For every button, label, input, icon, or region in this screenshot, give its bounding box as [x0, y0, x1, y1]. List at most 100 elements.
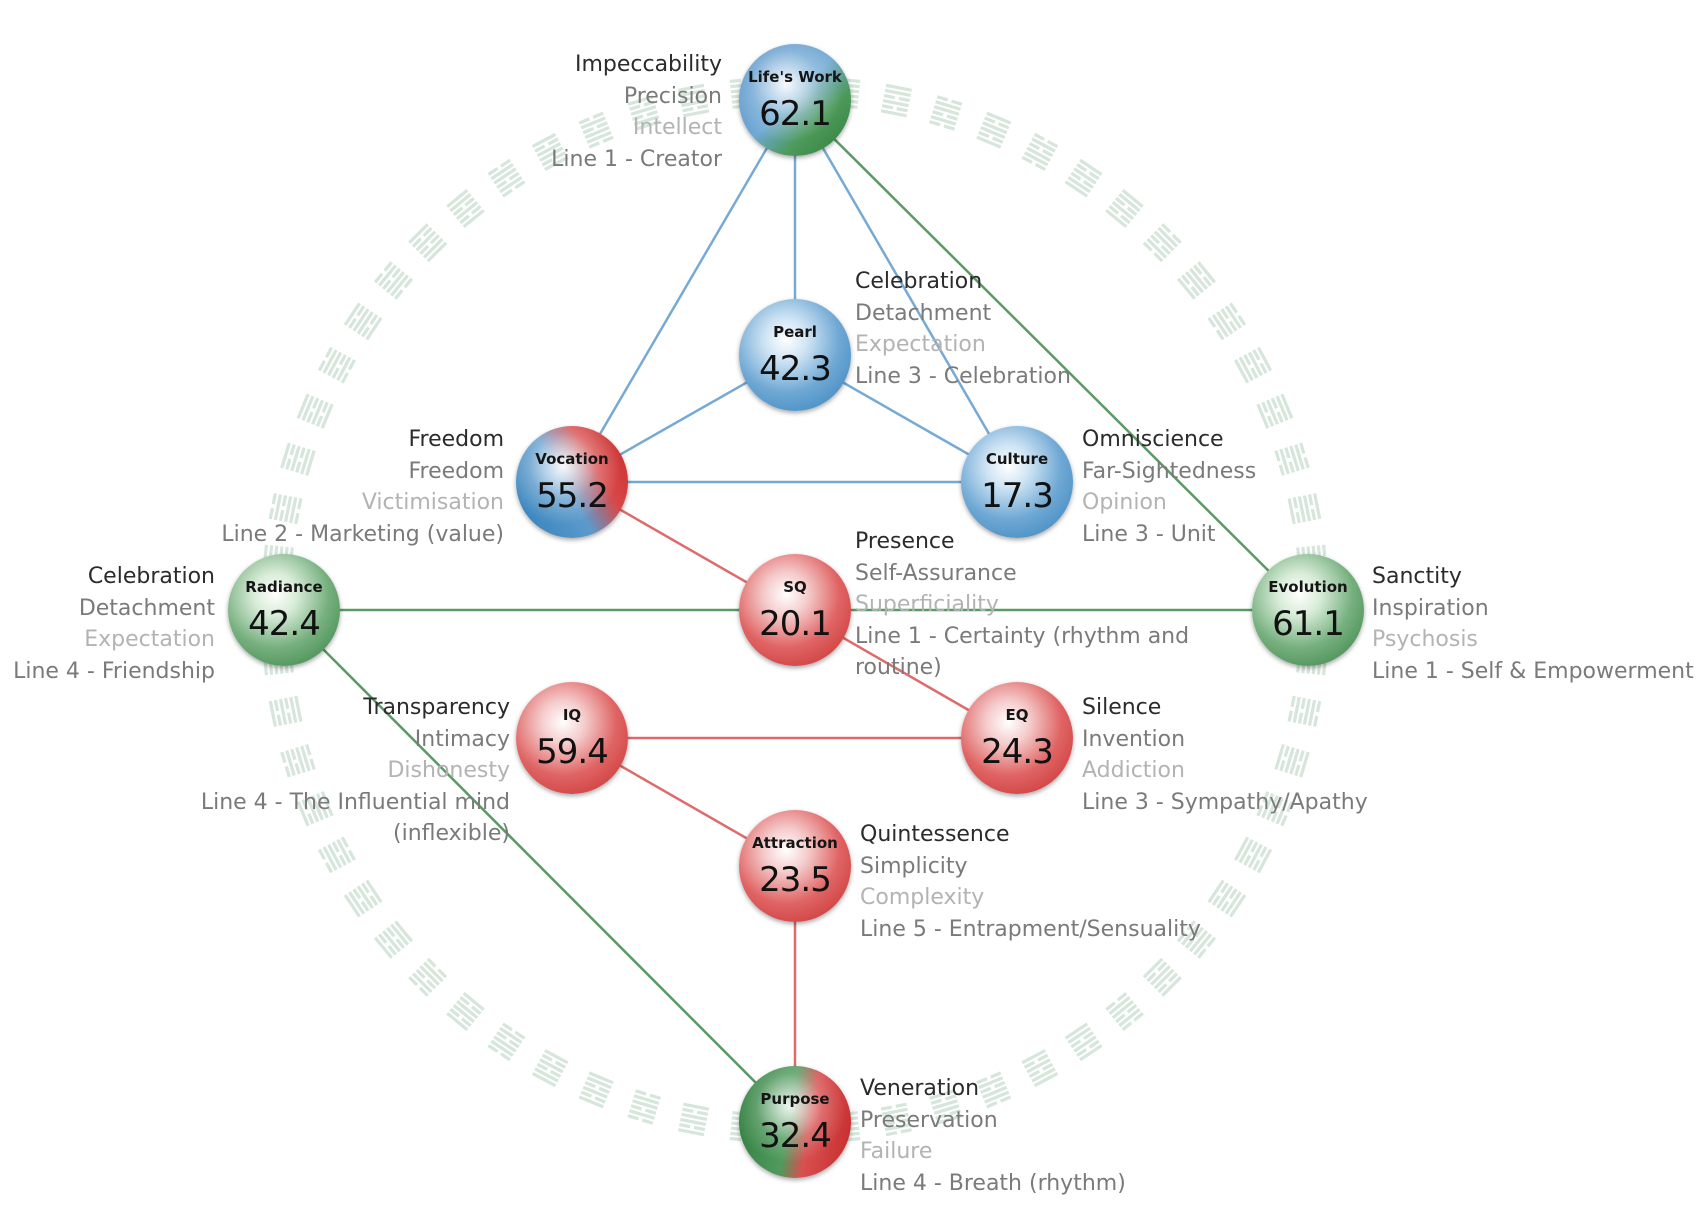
hexagram-glyph — [929, 1089, 963, 1125]
hexagram-glyph — [1021, 1049, 1059, 1088]
shadow-label: Superficiality — [855, 592, 999, 617]
shadow-gift-label: Precision — [623, 83, 722, 109]
gift-label: Freedom — [408, 427, 504, 452]
shadow-gift-label: Simplicity — [860, 853, 968, 879]
shadow-label: Psychosis — [1372, 627, 1478, 652]
hexagram-glyph — [1207, 302, 1247, 341]
hexagram-glyph — [1256, 791, 1294, 827]
hexagram-glyph — [929, 95, 963, 131]
hexagram-glyph — [578, 111, 614, 149]
line-label: Line 3 - Celebration — [855, 363, 1071, 389]
label-attraction: Quintessence Simplicity Complexity Line … — [860, 819, 1201, 945]
hexagram-glyph — [976, 1071, 1012, 1109]
hexagram-glyph — [678, 1102, 710, 1137]
hexagram-glyph — [1021, 132, 1059, 171]
hexagram-glyph — [343, 879, 383, 918]
hexagram-glyph — [578, 1071, 614, 1109]
hexagram-glyph — [627, 1089, 661, 1125]
line-label: Line 4 - Breath (rhythm) — [860, 1170, 1126, 1196]
line-label: Line 3 - Unit — [1082, 521, 1216, 547]
hexagram-glyph — [268, 695, 303, 727]
sphere-name: Pearl — [773, 323, 817, 341]
gift-label: Presence — [855, 529, 955, 554]
gift-label: Sanctity — [1372, 564, 1462, 589]
hexagram-glyph — [408, 957, 448, 997]
line-label: Line 5 - Entrapment/Sensuality — [860, 916, 1201, 942]
shadow-gift-label: Intimacy — [414, 726, 510, 752]
hexagram-glyph — [317, 346, 356, 384]
connector-lifes-work-culture — [793, 99, 1019, 483]
sphere-value: 62.1 — [759, 94, 832, 134]
hexagram-glyph — [280, 744, 316, 778]
shadow-gift-label: Far-Sightedness — [1082, 458, 1257, 484]
sphere-iq[interactable]: IQ 59.4 — [516, 682, 628, 794]
hexagram-glyph — [1064, 1022, 1103, 1062]
gift-label: Omniscience — [1082, 427, 1224, 452]
hexagram-glyph — [1234, 346, 1273, 384]
sphere-value: 17.3 — [981, 476, 1054, 516]
shadow-gift-label: Freedom — [408, 458, 504, 484]
shadow-label: Intellect — [632, 115, 722, 140]
hexagram-glyph — [343, 302, 383, 341]
line-label: Line 1 - Self & Empowerment — [1372, 658, 1694, 684]
hexagram-glyph — [296, 791, 334, 827]
hexagram-glyph — [1142, 957, 1182, 997]
shadow-gift-label: Detachment — [78, 595, 215, 621]
shadow-gift-label: Self-Assurance — [855, 560, 1017, 586]
sphere-pearl[interactable]: Pearl 42.3 — [739, 299, 851, 411]
hexagram-glyph — [531, 1049, 569, 1088]
sphere-lifes-work[interactable]: Life's Work 62.1 — [739, 44, 851, 156]
shadow-label: Expectation — [84, 627, 215, 652]
sphere-radiance[interactable]: Radiance 42.4 — [228, 554, 340, 666]
hexagram-glyph — [976, 111, 1012, 149]
line-label-continued: (inflexible) — [393, 821, 510, 846]
shadow-label: Dishonesty — [387, 758, 510, 783]
sphere-attraction[interactable]: Attraction 23.5 — [739, 810, 851, 922]
sphere-culture[interactable]: Culture 17.3 — [961, 426, 1073, 538]
gift-label: Veneration — [860, 1076, 980, 1101]
hexagram-glyph — [317, 836, 356, 874]
hexagram-glyph — [1176, 920, 1217, 959]
hexagram-glyph — [1274, 442, 1310, 476]
hexagram-glyph — [1176, 261, 1217, 300]
hexagram-glyph — [446, 991, 485, 1032]
sphere-name: Culture — [985, 450, 1049, 468]
shadow-label: Addiction — [1082, 758, 1185, 783]
sphere-purpose[interactable]: Purpose 32.4 — [739, 1066, 851, 1178]
shadow-gift-label: Invention — [1082, 726, 1186, 752]
sphere-name: Evolution — [1268, 578, 1348, 596]
sphere-value: 20.1 — [759, 604, 832, 644]
sphere-evolution[interactable]: Evolution 61.1 — [1252, 554, 1364, 666]
hexagram-glyph — [678, 83, 710, 118]
hexagram-glyph — [408, 223, 448, 263]
sphere-name: Purpose — [760, 1090, 830, 1108]
shadow-gift-label: Detachment — [855, 300, 992, 326]
sphere-value: 55.2 — [536, 476, 609, 516]
connector-radiance-purpose — [283, 609, 796, 1123]
hexagram-glyph — [1287, 695, 1322, 727]
sphere-value: 23.5 — [759, 860, 832, 900]
line-label: Line 4 - The Influential mind — [200, 789, 510, 815]
sphere-value: 24.3 — [981, 732, 1054, 772]
label-evolution: Sanctity Inspiration Psychosis Line 1 - … — [1372, 561, 1694, 687]
sphere-value: 59.4 — [536, 732, 609, 772]
sphere-eq[interactable]: EQ 24.3 — [961, 682, 1073, 794]
sphere-vocation[interactable]: Vocation 55.2 — [516, 426, 628, 538]
hexagram-glyph — [1256, 393, 1294, 429]
sphere-name: IQ — [562, 706, 582, 724]
sphere-name: Life's Work — [748, 68, 842, 86]
sphere-value: 42.4 — [248, 604, 321, 644]
line-label-continued: routine) — [855, 655, 942, 680]
line-label: Line 3 - Sympathy/Apathy — [1082, 789, 1368, 815]
hexagram-glyph — [1274, 744, 1310, 778]
sphere-sq[interactable]: SQ 20.1 — [739, 554, 851, 666]
gift-label: Silence — [1082, 695, 1162, 720]
gift-label: Celebration — [87, 564, 215, 589]
hexagram-glyph — [373, 920, 414, 959]
hexagram-glyph — [1207, 879, 1247, 918]
label-culture: Omniscience Far-Sightedness Opinion Line… — [1082, 424, 1256, 550]
label-vocation: Freedom Freedom Victimisation Line 2 - M… — [204, 424, 504, 550]
line-label: Line 2 - Marketing (value) — [221, 521, 504, 547]
label-pearl: Celebration Detachment Expectation Line … — [855, 266, 1071, 392]
